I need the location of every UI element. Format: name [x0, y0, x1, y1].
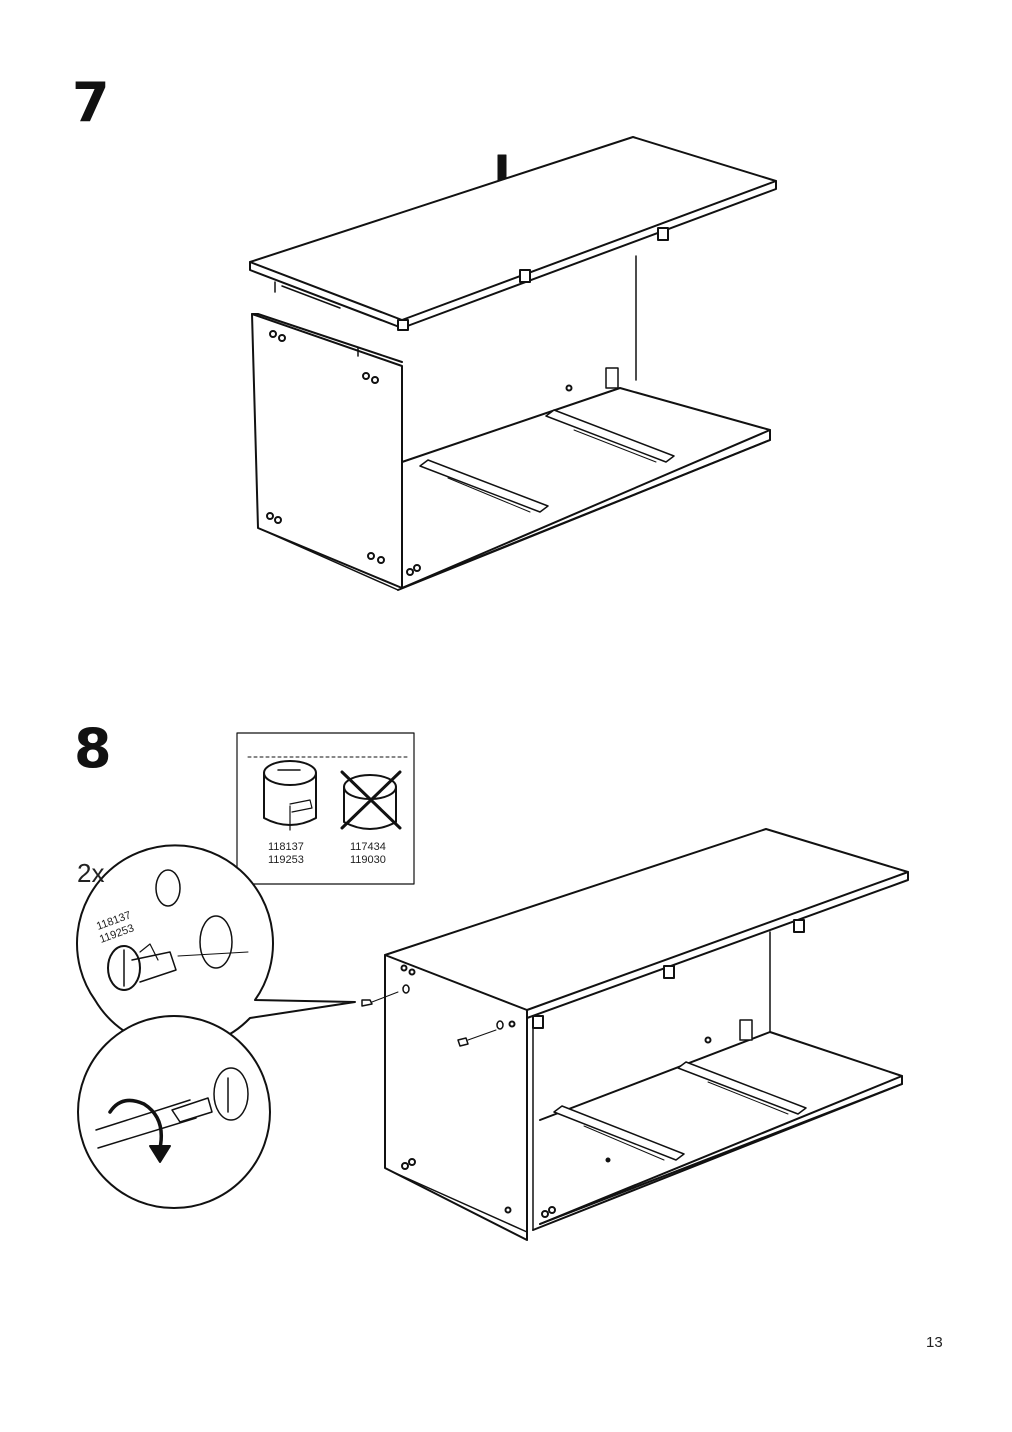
step7-illustration — [249, 136, 777, 591]
cam-lock-icon — [107, 943, 177, 991]
step-7-number: 7 — [72, 71, 110, 134]
inset-wrong-part-1: 117434 — [350, 841, 386, 853]
page-number: 13 — [926, 1334, 943, 1351]
wrong-cam-lock-icon — [340, 770, 402, 830]
top-panel — [249, 136, 777, 331]
bottom-panel — [397, 367, 771, 591]
detail-circle-turn — [77, 1015, 271, 1209]
left-side-panel — [251, 313, 403, 591]
inset-wrong-part-2: 119030 — [350, 854, 386, 866]
cam-lock-insert-icon — [361, 984, 504, 1047]
cam-lock-inset — [236, 732, 415, 885]
inset-correct-part-1: 118137 — [268, 841, 304, 853]
quantity-label: 2x — [77, 858, 104, 888]
rotate-arrow-icon — [108, 1098, 171, 1163]
inset-correct-part-2: 119253 — [268, 854, 304, 866]
step-8-number: 8 — [74, 717, 112, 780]
cabinet-assembled — [361, 828, 909, 1241]
step8-illustration — [76, 732, 909, 1241]
correct-cam-lock-icon — [263, 760, 317, 831]
